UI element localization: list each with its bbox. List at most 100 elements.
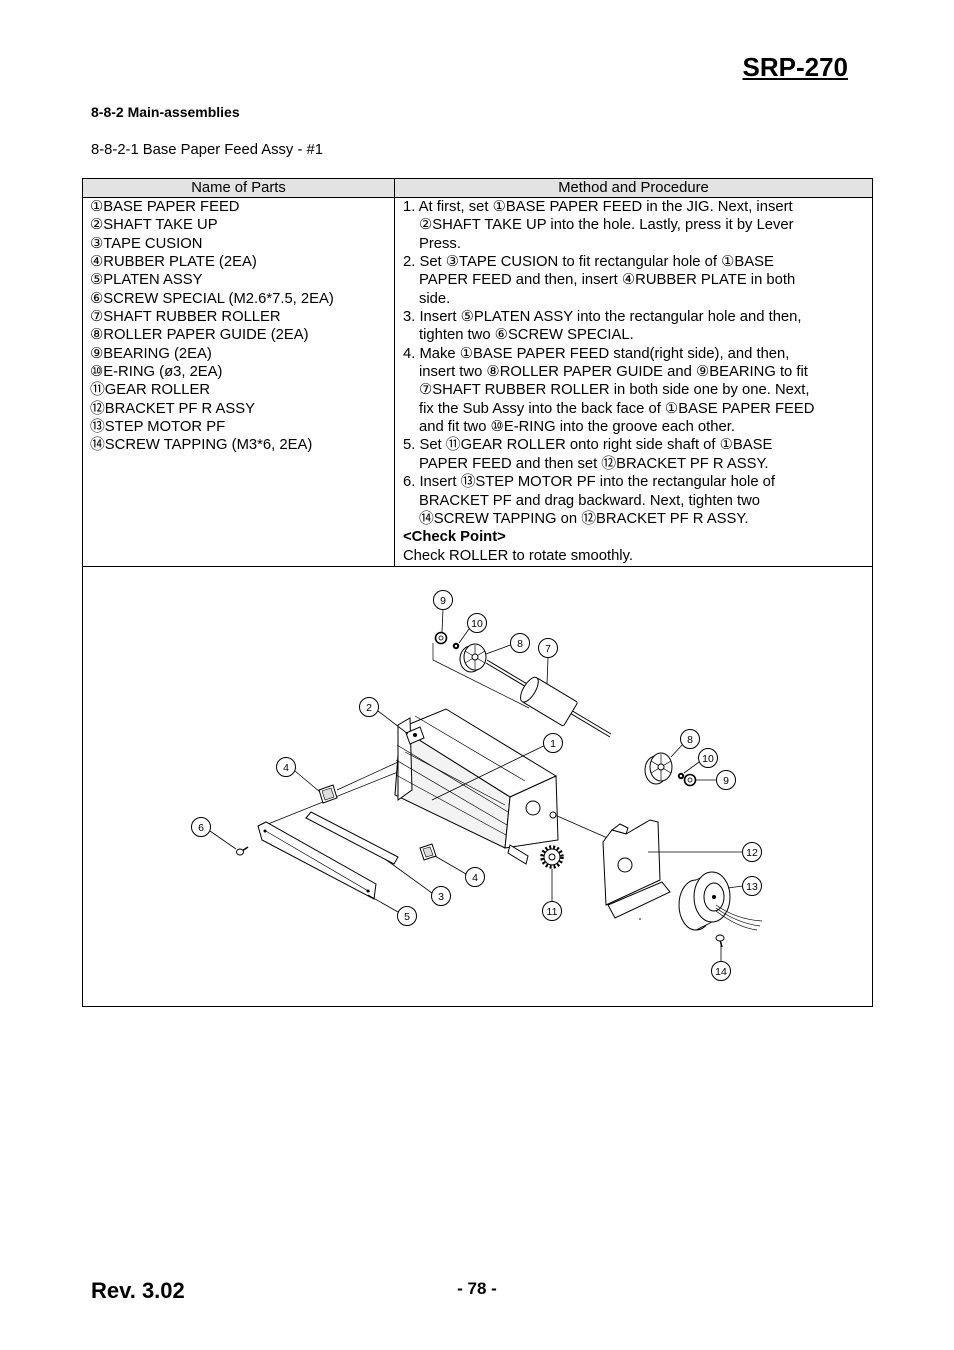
- leader-line: [727, 885, 743, 889]
- callout-label: 12: [746, 847, 758, 859]
- leader-line: [485, 644, 511, 655]
- callout-bubble: 11: [542, 901, 562, 921]
- bearing-icon: [683, 773, 697, 787]
- callout-label: 9: [723, 775, 729, 787]
- platen-assy-icon: [257, 821, 377, 900]
- leader-line: [367, 894, 399, 913]
- column-header-method: Method and Procedure: [395, 179, 872, 198]
- leader-line: [683, 761, 700, 774]
- step-line: PAPER FEED and then set ⑫BRACKET PF R AS…: [419, 455, 769, 472]
- rubber-plate-icon: [318, 784, 338, 804]
- part-item: ⑫BRACKET PF R ASSY: [90, 400, 256, 417]
- step-line: ⑦SHAFT RUBBER ROLLER in both side one by…: [419, 382, 810, 399]
- step-line: PAPER FEED and then, insert ④RUBBER PLAT…: [419, 272, 796, 289]
- callout-label: 9: [440, 595, 446, 607]
- callout-label: 11: [547, 906, 558, 918]
- callout-label: 7: [545, 643, 551, 655]
- callout-bubble: 8: [680, 729, 700, 749]
- leader-line: [546, 657, 549, 685]
- check-point-label: <Check Point>: [403, 529, 506, 546]
- shaft-rubber-roller-icon: [485, 659, 612, 738]
- callout-label: 4: [283, 762, 289, 774]
- assembly-table: Name of Parts Method and Procedure ①BASE…: [82, 178, 873, 1007]
- leader-line: [441, 609, 444, 633]
- model-title: SRP-270: [742, 52, 849, 82]
- callout-bubble: 13: [742, 876, 762, 896]
- step-line: 1. At first, set ①BASE PAPER FEED in the…: [403, 199, 793, 215]
- check-point-text: Check ROLLER to rotate smoothly.: [403, 547, 633, 564]
- page-number: - 78 -: [457, 1279, 497, 1298]
- step-line: 6. Insert ⑬STEP MOTOR PF into the rectan…: [403, 474, 776, 491]
- roller-paper-guide-icon: [459, 643, 487, 673]
- leader-line: [434, 855, 467, 875]
- callout-bubble: 5: [397, 906, 417, 926]
- e-ring-icon: [452, 642, 460, 650]
- part-item: ⑬STEP MOTOR PF: [90, 419, 226, 436]
- revision-label: Rev. 3.02: [91, 1278, 185, 1303]
- callout-bubble: 7: [538, 638, 558, 658]
- screw-icon: [715, 934, 725, 948]
- callout-bubble: 10: [698, 748, 718, 768]
- callout-bubble: 14: [711, 961, 731, 981]
- procedure-step-4: 4. Make ①BASE PAPER FEED stand(right sid…: [403, 345, 872, 437]
- leader-line: [294, 770, 321, 793]
- callout-bubble: 1: [543, 733, 563, 753]
- callout-label: 13: [746, 881, 758, 893]
- step-line: tighten two ⑥SCREW SPECIAL.: [419, 327, 634, 344]
- callout-bubble: 9: [716, 770, 736, 790]
- rubber-plate-icon: [419, 843, 437, 861]
- step-line: 4. Make ①BASE PAPER FEED stand(right sid…: [403, 345, 790, 362]
- part-item: ①BASE PAPER FEED: [90, 199, 240, 215]
- callout-label: 4: [472, 872, 478, 884]
- part-item: ⑩E-RING (ø3, 2EA): [90, 364, 223, 381]
- callout-label: 3: [438, 891, 444, 903]
- step-line: and fit two ⑩E-RING into the groove each…: [419, 419, 735, 436]
- subsection-title: 8-8-2-1 Base Paper Feed Assy - #1: [91, 142, 323, 158]
- callout-bubble: 8: [510, 633, 530, 653]
- callout-label: 2: [366, 702, 372, 714]
- callout-label: 10: [702, 753, 714, 765]
- bearing-icon: [434, 631, 448, 645]
- part-item: ⑥SCREW SPECIAL (M2.6*7.5, 2EA): [90, 290, 334, 307]
- gear-icon: [540, 845, 564, 869]
- procedure-list: 1. At first, set ①BASE PAPER FEED in the…: [395, 198, 872, 567]
- leader-line: [384, 858, 433, 894]
- callout-bubble: 2: [359, 697, 379, 717]
- callout-bubble: 4: [276, 757, 296, 777]
- screw-icon: [236, 846, 249, 856]
- step-motor-icon: [678, 871, 763, 931]
- callout-label: 14: [715, 966, 727, 978]
- callout-label: 8: [687, 734, 693, 746]
- step-line: ⑭SCREW TAPPING on ⑫BRACKET PF R ASSY.: [419, 510, 749, 527]
- alignment-line: [336, 761, 399, 791]
- callout-label: 10: [471, 618, 483, 630]
- leader-line: [670, 744, 683, 758]
- callout-bubble: 3: [431, 886, 451, 906]
- leader-line: [377, 710, 409, 735]
- step-line: Press.: [419, 235, 461, 252]
- exploded-diagram: 9 10 8 7 2 1 8 10 9 4 6 4 3 5 11 12 13 1…: [83, 567, 872, 1006]
- part-item: ④RUBBER PLATE (2EA): [90, 254, 257, 271]
- step-line: 3. Insert ⑤PLATEN ASSY into the rectangu…: [403, 309, 802, 326]
- callout-label: 1: [550, 738, 556, 750]
- parts-list: ①BASE PAPER FEED ②SHAFT TAKE UP ③TAPE CU…: [83, 198, 395, 567]
- part-item: ⑤PLATEN ASSY: [90, 272, 203, 289]
- callout-label: 6: [198, 822, 204, 834]
- step-line: 5. Set ⑪GEAR ROLLER onto right side shaf…: [403, 437, 773, 454]
- procedure-step-2: 2. Set ③TAPE CUSION to fit rectangular h…: [403, 253, 872, 308]
- callout-bubble: 9: [433, 590, 453, 610]
- base-paper-feed-icon: [394, 708, 559, 865]
- procedure-step-5: 5. Set ⑪GEAR ROLLER onto right side shaf…: [403, 436, 872, 473]
- part-item: ⑨BEARING (2EA): [90, 345, 212, 362]
- procedure-step-6: 6. Insert ⑬STEP MOTOR PF into the rectan…: [403, 473, 872, 528]
- part-item: ②SHAFT TAKE UP: [90, 217, 218, 234]
- part-item: ⑦SHAFT RUBBER ROLLER: [90, 309, 281, 326]
- part-item: ③TAPE CUSION: [90, 235, 203, 252]
- column-header-parts: Name of Parts: [83, 179, 395, 198]
- alignment-line: [432, 643, 530, 709]
- section-title: 8-8-2 Main-assemblies: [91, 104, 240, 120]
- callout-bubble: 6: [191, 817, 211, 837]
- shaft-take-up-icon: [405, 726, 425, 745]
- roller-paper-guide-icon: [644, 752, 673, 785]
- step-line: insert two ⑧ROLLER PAPER GUIDE and ⑨BEAR…: [419, 364, 808, 381]
